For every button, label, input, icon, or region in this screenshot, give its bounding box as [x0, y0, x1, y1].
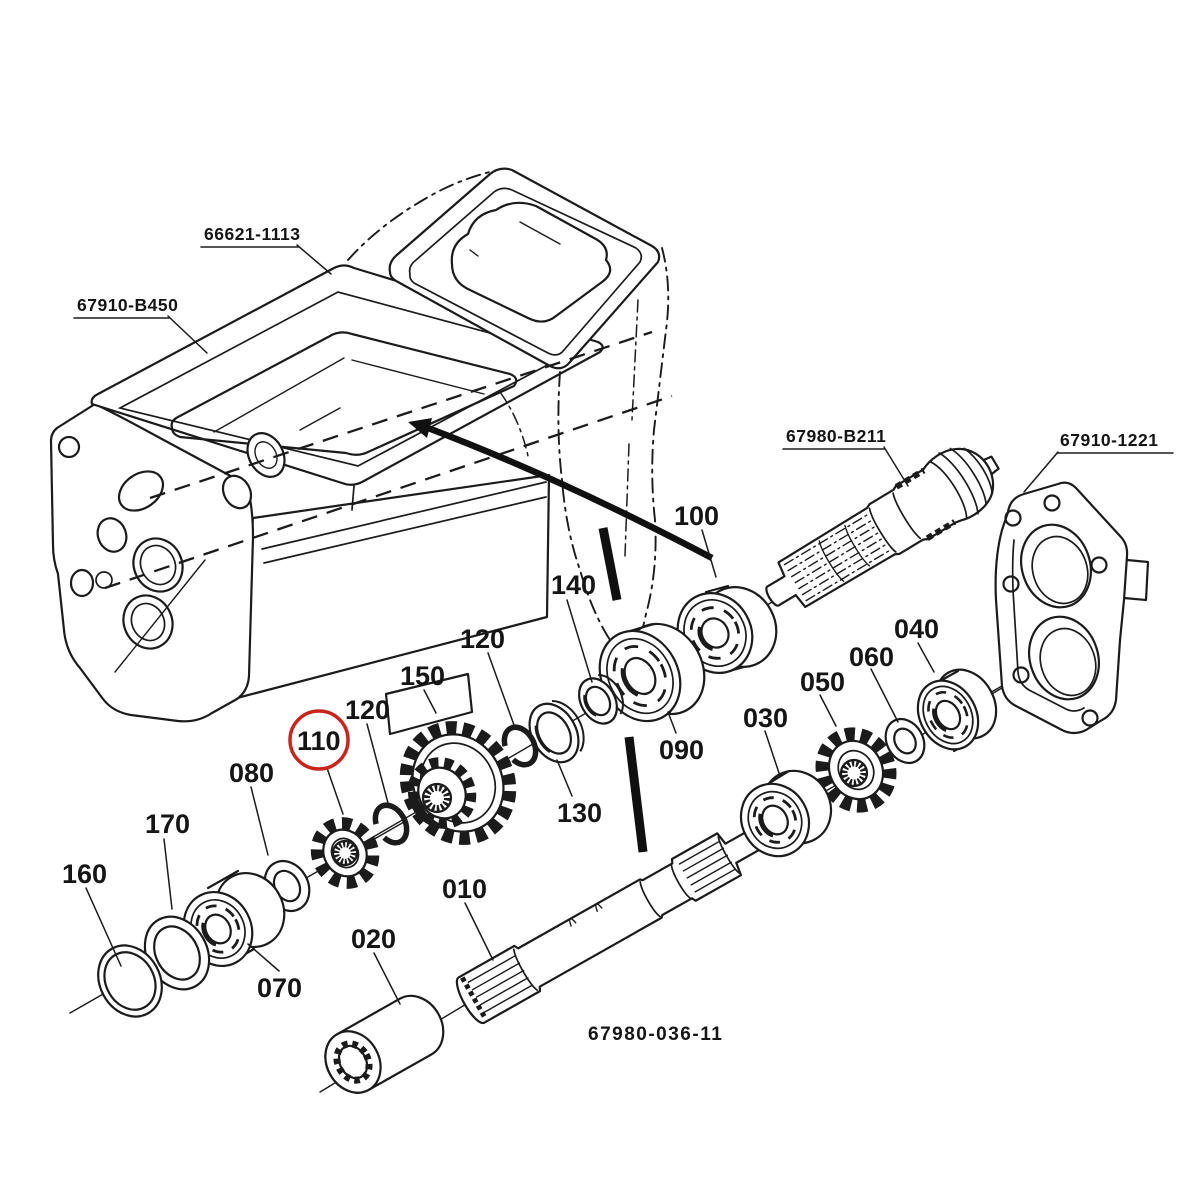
leader-line	[487, 652, 515, 726]
leader-line	[247, 943, 280, 972]
leader-line	[85, 887, 122, 967]
part-bearing-070	[182, 869, 286, 968]
part-ref-050-label: 050	[800, 667, 845, 697]
part-code-pinion-shaft-label: 67980-B211	[786, 426, 886, 446]
leader-line	[917, 642, 935, 673]
drawing-code-label: 67980-036-11	[588, 1024, 723, 1045]
leader-line	[163, 838, 173, 910]
labels-layer: 66621-1113 67910-B450 67980-B211 67910-1…	[62, 224, 1174, 1045]
housing-top-case-phantom	[347, 167, 670, 719]
part-pinion-shaft-67980-B211	[765, 447, 1000, 609]
part-ref-140-label: 140	[551, 570, 596, 600]
part-code-top-case-label: 66621-1113	[204, 224, 301, 244]
part-gear-050	[815, 727, 897, 813]
part-ref-040-label: 040	[894, 614, 939, 644]
hidden-axis-lines	[104, 330, 673, 590]
part-ref-120a-label: 120	[460, 624, 505, 654]
leader-line	[326, 767, 344, 815]
leader-line	[883, 446, 909, 487]
part-shaft-010	[455, 829, 762, 1025]
leader-line	[423, 689, 437, 714]
part-bearing-090	[598, 622, 706, 723]
part-code-main-case-label: 67910-B450	[77, 295, 178, 315]
leader-line	[819, 694, 837, 727]
leader-line	[296, 244, 332, 275]
part-ref-150-label: 150	[400, 661, 445, 691]
part-washer-060	[884, 717, 926, 765]
part-ref-080-label: 080	[229, 758, 274, 788]
assembly-arrow	[408, 418, 714, 853]
part-ref-020-label: 020	[351, 924, 396, 954]
leader-line	[366, 723, 389, 804]
leader-line	[701, 529, 717, 578]
part-side-cover-67910-1221	[994, 481, 1150, 735]
part-ref-100-label: 100	[674, 501, 719, 531]
leader-lines	[85, 244, 1059, 1005]
part-ref-120b-label: 120	[345, 695, 390, 725]
part-snap-ring-120-right	[501, 724, 539, 768]
part-ref-090-label: 090	[659, 735, 704, 765]
part-ref-130-label: 130	[557, 798, 602, 828]
part-ref-070-label: 070	[257, 973, 302, 1003]
leader-line	[870, 668, 899, 723]
part-bearing-030	[739, 769, 833, 858]
part-ref-160-label: 160	[62, 859, 107, 889]
part-ref-060-label: 060	[849, 642, 894, 672]
part-ring-130	[528, 699, 585, 764]
arrowhead	[408, 418, 432, 438]
leader-line	[764, 730, 781, 777]
part-ref-110-label: 110	[297, 726, 341, 756]
part-ref-010-label: 010	[442, 874, 487, 904]
part-gear-110	[310, 817, 380, 889]
part-bearing-040	[916, 668, 998, 753]
leader-line	[556, 759, 573, 797]
leader-line	[167, 315, 208, 354]
leader-line	[250, 786, 269, 856]
leader-line	[464, 902, 494, 961]
part-gear-cluster-150	[399, 721, 517, 845]
part-ref-030-label: 030	[743, 703, 788, 733]
part-ref-170-label: 170	[145, 809, 190, 839]
leader-line	[1023, 451, 1059, 493]
leader-line	[373, 952, 401, 1005]
part-code-side-cover-label: 67910-1221	[1060, 430, 1158, 450]
highlight-circle-110	[288, 709, 350, 771]
leader-line	[667, 711, 677, 734]
part-coupling-020	[324, 994, 445, 1094]
part-collar-140	[578, 674, 625, 725]
leader-line	[566, 599, 593, 683]
part-snap-ring-120-left	[372, 802, 410, 846]
